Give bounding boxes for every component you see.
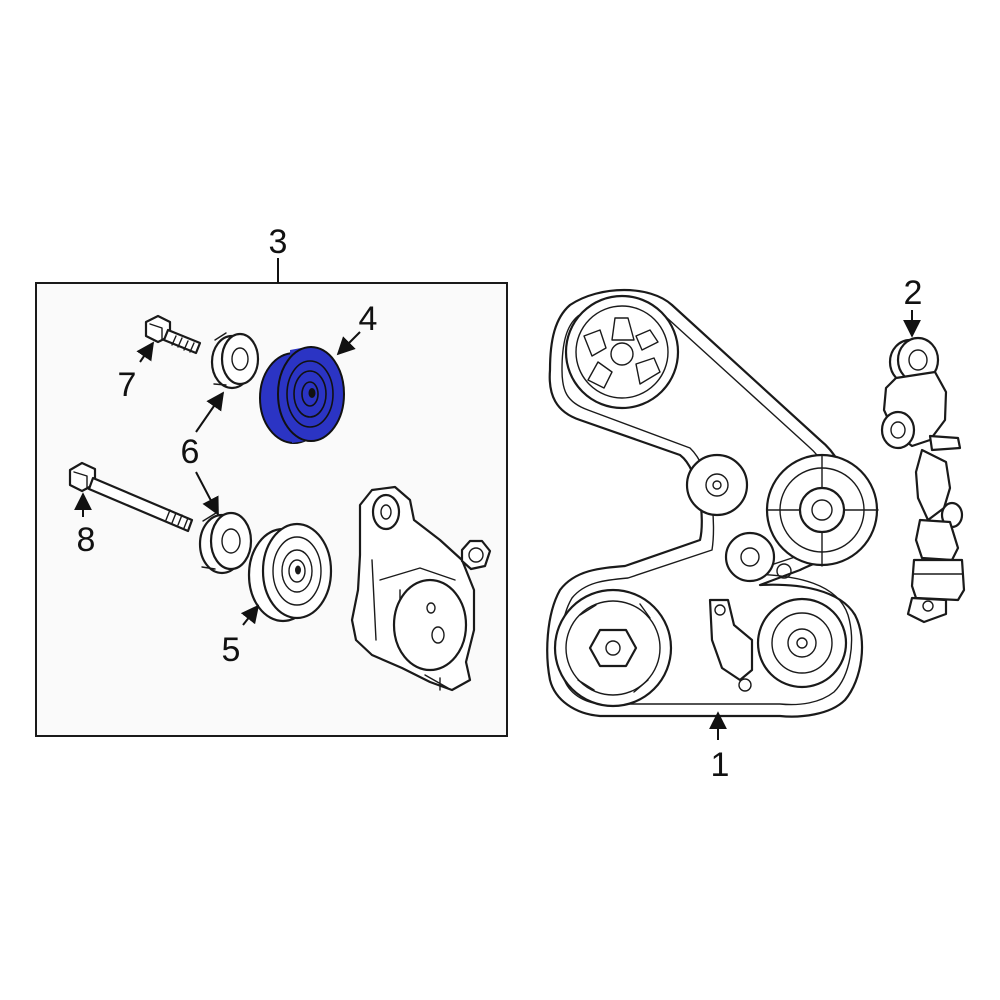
serpentine-belt-assembly[interactable]: [546, 289, 879, 718]
tensioner-pulley[interactable]: [247, 522, 333, 623]
callout-6-leader-lower: [195, 471, 219, 516]
dust-shield-upper[interactable]: [210, 332, 260, 390]
bolt-long[interactable]: [68, 461, 194, 533]
callout-2-label: 2: [904, 274, 923, 312]
idler-pulley-highlighted[interactable]: [259, 346, 345, 444]
callout-5-label: 5: [222, 631, 241, 669]
tensioner-bracket[interactable]: [350, 485, 476, 692]
callout-6-leader-upper: [195, 391, 225, 433]
callout-1-label: 1: [711, 746, 730, 784]
bolt-short[interactable]: [144, 314, 202, 355]
tensioner-assembly[interactable]: [880, 336, 966, 624]
callout-4-label: 4: [359, 300, 378, 338]
callout-7-label: 7: [118, 366, 137, 404]
dust-shield-lower[interactable]: [198, 511, 253, 575]
callout-5-leader: [240, 604, 260, 626]
callout-4-leader: [336, 331, 361, 356]
callout-3-label: 3: [269, 223, 288, 261]
hex-nut[interactable]: [460, 539, 492, 571]
callout-8-label: 8: [77, 521, 96, 559]
callout-7-leader: [136, 341, 155, 363]
callout-6-label: 6: [181, 433, 200, 471]
